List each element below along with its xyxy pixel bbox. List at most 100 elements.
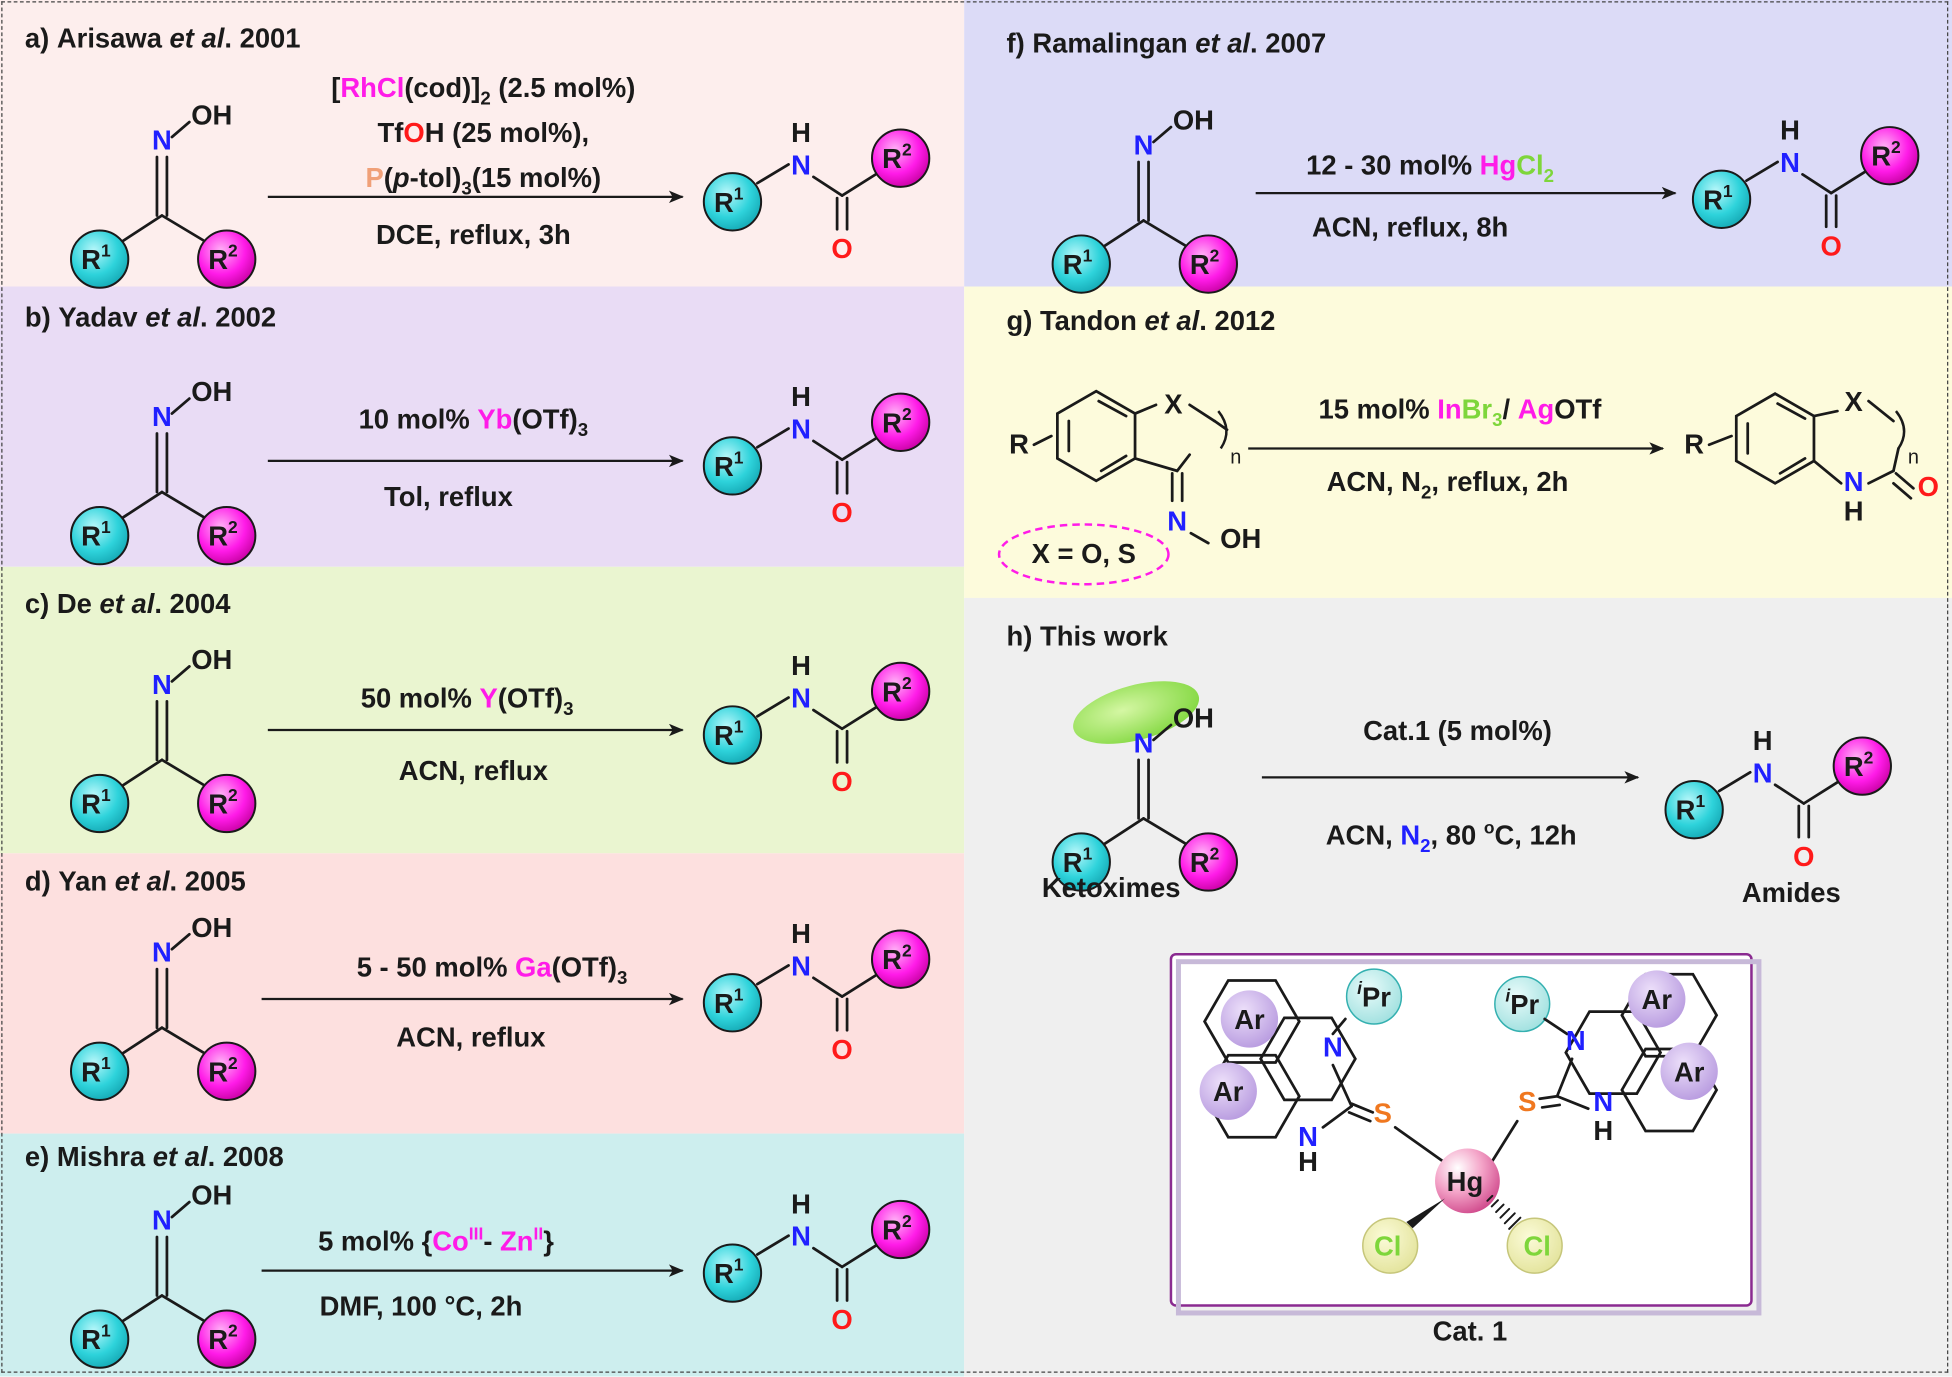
bond-amide-n bbox=[756, 696, 790, 718]
right-h: H bbox=[1593, 1115, 1613, 1146]
bond-c-noh bbox=[1133, 457, 1179, 473]
product-r1-label: R1 bbox=[714, 716, 744, 750]
amide-o-atom: O bbox=[1793, 841, 1814, 872]
substrate-r1-circle bbox=[70, 506, 130, 566]
substrate-r2-label: R2 bbox=[208, 517, 237, 551]
panel-f bbox=[964, 0, 1952, 287]
product-r2-label: R2 bbox=[1871, 137, 1900, 171]
bond-co-double bbox=[1892, 481, 1913, 500]
bond-n-c bbox=[812, 439, 844, 462]
substrate-n-subscript: n bbox=[1230, 446, 1241, 468]
wedge-bond bbox=[1406, 1198, 1446, 1229]
bond-no bbox=[170, 397, 191, 415]
bond-n-ipr bbox=[1331, 1017, 1347, 1036]
product-r1-circle bbox=[1691, 169, 1752, 229]
right-ar-top-label: Ar bbox=[1642, 984, 1673, 1015]
bond-cs bbox=[1538, 1094, 1559, 1101]
bond-n-ipr bbox=[1543, 1017, 1569, 1036]
left-n-bottom: N bbox=[1298, 1121, 1318, 1152]
bond-c-r2 bbox=[840, 437, 878, 462]
conditions-above-h: Cat.1 (5 mol%) bbox=[1363, 715, 1552, 746]
amide-n-atom: N bbox=[791, 1221, 811, 1252]
substrate-r2-label: R2 bbox=[208, 241, 237, 275]
amide-n-atom: N bbox=[791, 683, 811, 714]
aromatic-bond bbox=[1778, 457, 1807, 475]
right-cl-label: Cl bbox=[1523, 1231, 1550, 1262]
bond-amide-n bbox=[756, 1234, 790, 1256]
amide-n-atom: N bbox=[1780, 147, 1800, 178]
product-n-subscript: n bbox=[1908, 446, 1919, 468]
substrate-r1-circle bbox=[70, 773, 130, 834]
product-r1-label: R1 bbox=[714, 447, 744, 481]
oxime-n-atom: N bbox=[152, 401, 172, 432]
ring-bracket bbox=[1217, 410, 1228, 450]
catalyst-caption: Cat. 1 bbox=[1433, 1315, 1508, 1346]
bond-n-c bbox=[812, 976, 844, 998]
product-r2-circle bbox=[870, 661, 931, 722]
right-cl-circle bbox=[1506, 1217, 1563, 1274]
panel-e bbox=[0, 1133, 965, 1377]
product-r1-label: R1 bbox=[1703, 181, 1733, 215]
bond-n-c bbox=[812, 1246, 844, 1269]
left-ar-top-label: Ar bbox=[1234, 1004, 1265, 1035]
oxime-oh-group: OH bbox=[191, 100, 232, 131]
bond-cs-double bbox=[1347, 1111, 1372, 1123]
bond-no bbox=[1152, 125, 1173, 144]
condition-text: 5 mol% {CoIII- ZnII} bbox=[318, 1223, 554, 1256]
amide-h-atom: H bbox=[791, 918, 811, 949]
bond-co bbox=[1894, 471, 1915, 490]
amide-h-atom: H bbox=[791, 117, 811, 148]
substrate-r1-circle bbox=[70, 1309, 130, 1369]
amide-n-atom: N bbox=[1753, 757, 1773, 788]
condition-text: [RhCl(cod)]2 (2.5 mol%) bbox=[331, 72, 635, 108]
substrate-r1-circle bbox=[70, 229, 130, 289]
bond-x bbox=[1133, 403, 1158, 415]
aromatic-bond bbox=[1099, 454, 1128, 473]
left-cl-label: Cl bbox=[1374, 1231, 1401, 1262]
bond-no bbox=[170, 932, 191, 951]
right-n-bottom: N bbox=[1593, 1086, 1613, 1117]
product-r1-circle bbox=[702, 1243, 763, 1303]
right-n-top: N bbox=[1566, 1025, 1586, 1056]
oxime-n-atom: N bbox=[152, 1205, 172, 1236]
panel-f-header: f) Ramalingan et al. 2007 bbox=[1007, 27, 1327, 58]
conditions-below-f: ACN, reflux, 8h bbox=[1312, 212, 1508, 243]
left-ipr-circle bbox=[1345, 968, 1403, 1025]
oxime-n-atom: N bbox=[1134, 727, 1154, 758]
bond-c-r2 bbox=[1802, 780, 1839, 805]
amide-o-atom: O bbox=[831, 1304, 852, 1335]
amide-h-atom: H bbox=[1780, 115, 1800, 146]
substrate-r2-circle bbox=[197, 506, 257, 566]
product-r2-label: R2 bbox=[882, 140, 911, 174]
hg-atom-label: Hg bbox=[1447, 1166, 1484, 1197]
panel-e-header: e) Mishra et al. 2008 bbox=[25, 1141, 284, 1172]
bond-c-n bbox=[1555, 1057, 1574, 1098]
substrate-r2-label: R2 bbox=[1190, 246, 1219, 280]
oxime-n-atom: N bbox=[152, 124, 172, 155]
substrate-r2-circle bbox=[197, 229, 257, 289]
substrate-r2-circle bbox=[1178, 234, 1238, 294]
conditions-below-d: ACN, reflux bbox=[396, 1021, 546, 1052]
left-s-atom: S bbox=[1374, 1097, 1392, 1128]
substrate-r2-circle bbox=[197, 773, 257, 834]
panel-b bbox=[0, 286, 965, 567]
condition-text: 50 mol% Y(OTf)3 bbox=[361, 683, 574, 719]
substrate-r1-label: R1 bbox=[81, 241, 111, 275]
product-r-group: R bbox=[1684, 428, 1704, 459]
bond-s-hg bbox=[1393, 1125, 1444, 1163]
panel-h-header: h) This work bbox=[1007, 620, 1169, 651]
bond-s-hg bbox=[1490, 1119, 1519, 1163]
oxime-oh-group: OH bbox=[1220, 523, 1261, 554]
left-ar-top-circle bbox=[1220, 990, 1279, 1048]
substrate-r2-circle bbox=[197, 1309, 257, 1369]
amide-n-atom: N bbox=[791, 413, 811, 444]
substrate-r1-label: R1 bbox=[81, 1053, 111, 1087]
aromatic-bond bbox=[1776, 402, 1807, 420]
oxime-n-atom: N bbox=[152, 669, 172, 700]
amide-n-atom: N bbox=[791, 149, 811, 180]
bond-c-r2 bbox=[840, 974, 878, 998]
product-r2-circle bbox=[870, 128, 931, 188]
left-cl-circle bbox=[1362, 1217, 1419, 1274]
